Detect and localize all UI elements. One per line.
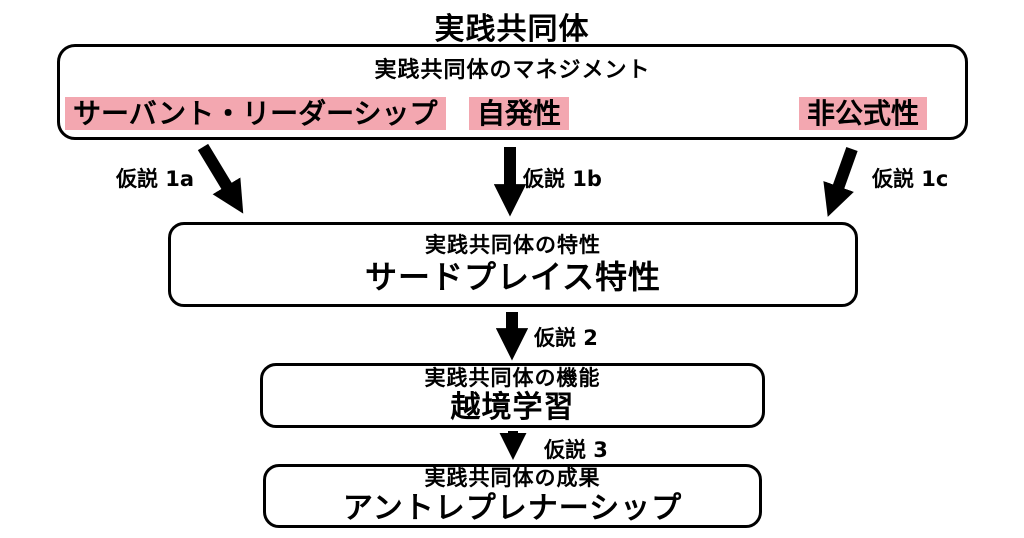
characteristics-box-subtitle: 実践共同体の特性 (425, 232, 601, 257)
outcome-box-title: アントレプレナーシップ (342, 490, 683, 526)
function-box-title: 越境学習 (450, 390, 575, 426)
outcome-box: 実践共同体の成果 アントレプレナーシップ (263, 464, 762, 528)
factor-spontaneity: 自発性 (469, 97, 570, 130)
function-box: 実践共同体の機能 越境学習 (260, 363, 765, 428)
factor-servant-leadership: サーバント・リーダーシップ (65, 97, 446, 130)
factor-informality: 非公式性 (799, 97, 928, 130)
diagram-title: 実践共同体 (434, 12, 590, 47)
hypothesis-3-label: 仮説 3 (544, 438, 608, 462)
outcome-box-subtitle: 実践共同体の成果 (424, 466, 601, 491)
characteristics-box-title: サードプレイス特性 (364, 257, 662, 296)
hypothesis-1a-arrow (197, 143, 244, 214)
hypothesis-1c-label: 仮説 1c (872, 167, 949, 191)
characteristics-box: 実践共同体の特性 サードプレイス特性 (168, 222, 858, 307)
hypothesis-1a-label: 仮説 1a (116, 167, 195, 191)
hypothesis-2-label: 仮説 2 (534, 326, 598, 350)
function-box-subtitle: 実践共同体の機能 (424, 365, 601, 390)
hypothesis-1b-label: 仮説 1b (523, 167, 602, 191)
hypothesis-1c-arrow (823, 146, 858, 217)
management-box-heading: 実践共同体のマネジメント (374, 58, 651, 83)
management-box: 実践共同体のマネジメント サーバント・リーダーシップ 自発性 非公式性 (57, 44, 968, 140)
